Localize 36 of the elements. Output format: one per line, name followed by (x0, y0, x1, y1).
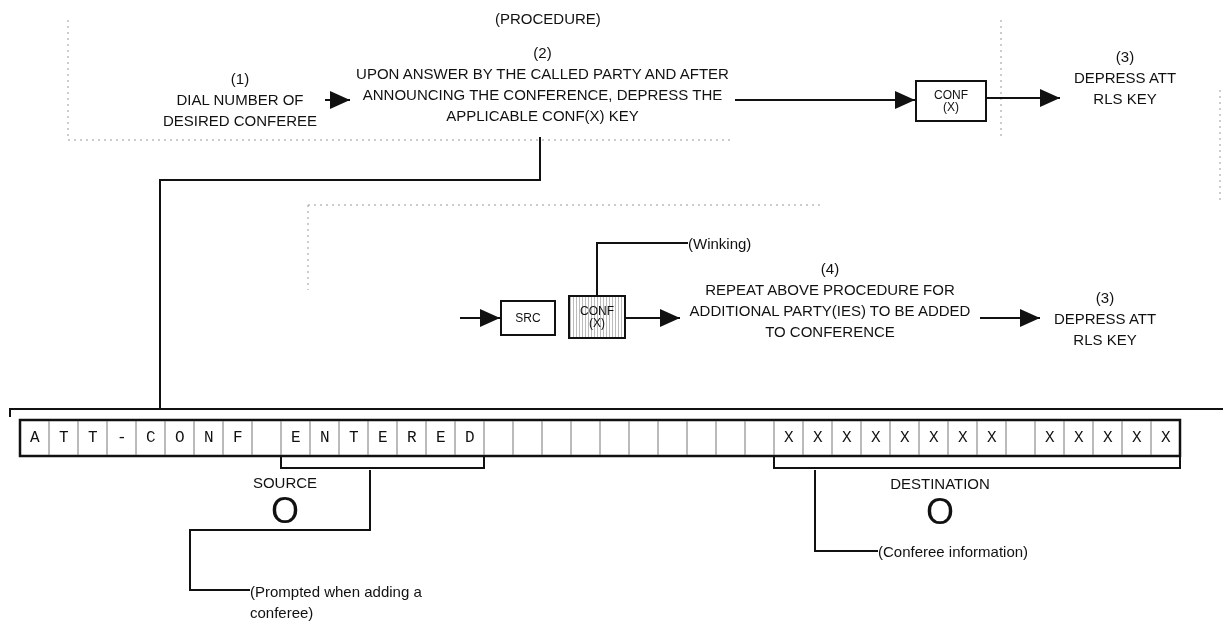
leader-line (596, 242, 689, 296)
display-text: XXXXXXXX (784, 428, 997, 449)
display-text: ENTERED (291, 428, 475, 449)
arrow (734, 91, 916, 109)
display-text: ATT-CONF (30, 428, 243, 449)
arrow (979, 309, 1041, 327)
indicator-lamp: O (271, 492, 299, 529)
indicator-label: DESTINATION (890, 473, 990, 494)
instruction-text: DIAL NUMBER OF DESIRED CONFEREE (161, 90, 319, 131)
note-text: (Winking) (688, 233, 752, 254)
instruction-text: DEPRESS ATT RLS KEY (1052, 308, 1158, 350)
step-number: (3) (1115, 47, 1135, 67)
step-number: (3) (1095, 287, 1115, 308)
indicator-lamp: O (926, 493, 954, 530)
arrow (625, 309, 681, 327)
display-panel (10, 408, 1223, 470)
key-cap: SRC (500, 300, 556, 336)
instruction-text: UPON ANSWER BY THE CALLED PARTY AND AFTER ANNOUNCING THE CONFERENCE, DEPRESS THE APPLICABLE CONF(X) KEY (355, 63, 730, 126)
key-cap: CONF (X) (915, 80, 987, 122)
display-text: XXXXX (1045, 428, 1171, 449)
step-number: (4) (820, 259, 840, 279)
step-number: (1) (230, 69, 250, 89)
leader-line (189, 469, 371, 591)
note-text: (Prompted when adding a conferee) (250, 581, 423, 623)
shaded-key-cap: CONF (X) (568, 295, 626, 339)
leader-line (159, 136, 541, 409)
instruction-text: REPEAT ABOVE PROCEDURE FOR ADDITIONAL PARTY(IES) TO BE ADDED TO CONFERENCE (688, 280, 972, 342)
arrow (986, 89, 1061, 107)
arrow (324, 91, 351, 109)
instruction-text: DEPRESS ATT RLS KEY (1072, 68, 1178, 109)
indicator-label: SOURCE (252, 472, 318, 493)
step-number: (2) (533, 42, 552, 63)
leader-line (814, 469, 879, 552)
note-text: (Conferee information) (878, 541, 1029, 562)
arrow (459, 309, 501, 327)
diagram-title: (PROCEDURE) (495, 9, 601, 29)
